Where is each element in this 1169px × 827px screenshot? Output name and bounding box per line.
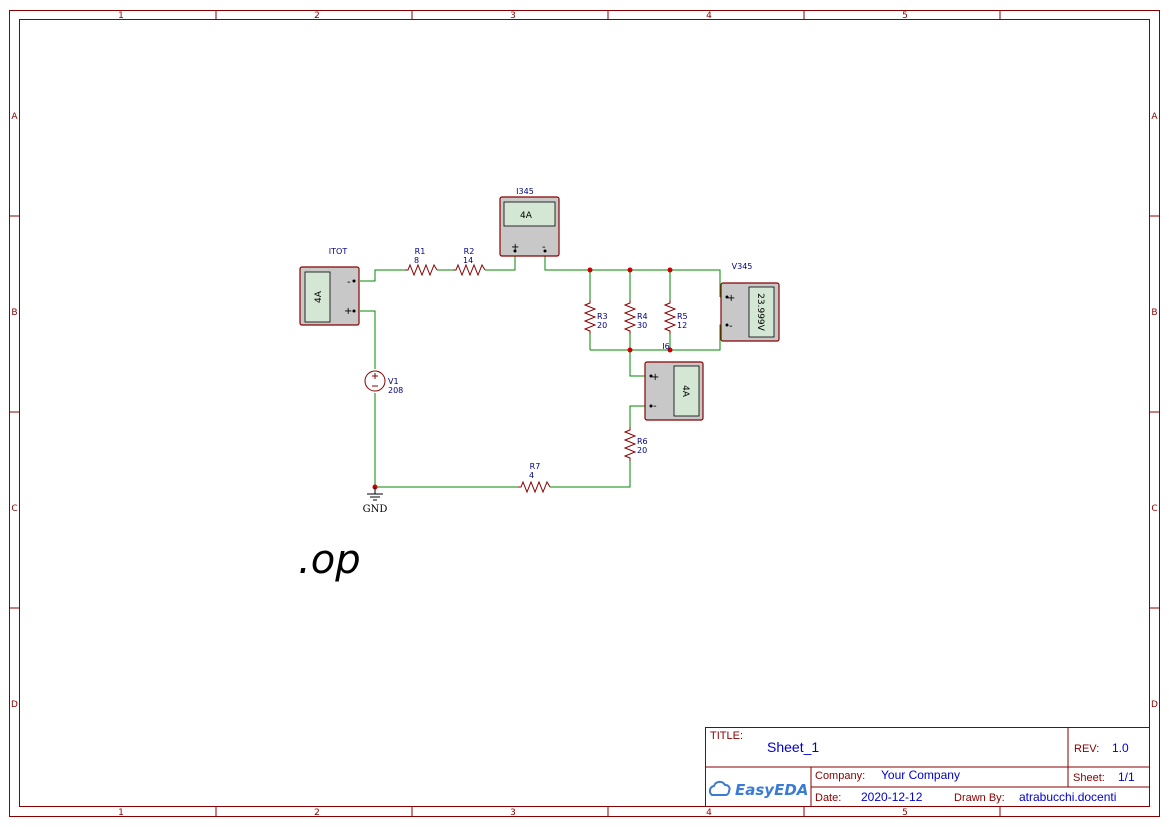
ammeter-i6-minus: - — [653, 401, 657, 412]
row-label-left-d: D — [11, 700, 18, 710]
col-label-top-1: 1 — [118, 11, 124, 21]
easyeda-logo: EasyEDA — [708, 780, 808, 799]
col-label-top-4: 4 — [706, 11, 712, 21]
junction-dot — [667, 347, 673, 353]
ground-label: GND — [363, 504, 388, 515]
ammeter-itot-plus: + — [344, 306, 352, 317]
ammeter-itot-name: ITOT — [329, 247, 348, 256]
drawing-frame: 1 2 3 4 5 1 2 3 4 5 A B C D A B C D — [9, 10, 1160, 818]
junctions — [372, 267, 673, 490]
row-label-right-a: A — [1151, 112, 1158, 122]
sheet-value: 1/1 — [1118, 770, 1135, 784]
spice-directive-op[interactable]: .op — [298, 537, 361, 583]
sheet-label: Sheet: — [1073, 772, 1105, 784]
voltmeter-v345[interactable]: V345 23.999V + - — [720, 262, 780, 342]
resistor-r6[interactable]: R6 20 — [623, 427, 648, 461]
ammeter-i345[interactable]: I345 4A + - — [499, 187, 560, 257]
resistor-r6-value: 20 — [637, 446, 647, 455]
logo-text: EasyEDA — [735, 781, 808, 799]
resistor-r1[interactable]: R1 8 — [405, 247, 438, 277]
col-label-top-2: 2 — [314, 11, 320, 21]
rev-label: REV: — [1074, 743, 1099, 755]
resistor-r2[interactable]: R2 14 — [453, 247, 486, 277]
date-value: 2020-12-12 — [861, 790, 923, 804]
voltmeter-v345-minus: - — [729, 321, 733, 332]
ammeter-itot[interactable]: ITOT 4A - + — [299, 247, 360, 326]
junction-dot — [627, 347, 633, 353]
row-label-left-a: A — [11, 112, 18, 122]
voltmeter-v345-plus: + — [727, 293, 735, 304]
voltmeter-v345-name: V345 — [732, 262, 753, 271]
col-label-bottom-1: 1 — [118, 808, 124, 818]
row-label-right-c: C — [1151, 504, 1157, 514]
resistor-r3-value: 20 — [597, 321, 607, 330]
resistor-r5-name: R5 — [677, 312, 688, 321]
ammeter-i345-reading: 4A — [520, 211, 533, 221]
resistor-r4-name: R4 — [637, 312, 648, 321]
row-label-left-c: C — [11, 504, 17, 514]
ammeter-itot-reading: 4A — [314, 290, 324, 303]
resistor-r6-name: R6 — [637, 437, 648, 446]
title-block: TITLE: Sheet_1 REV: 1.0 Company: Your Co… — [705, 727, 1150, 807]
row-label-left-b: B — [11, 308, 17, 318]
ammeter-i6[interactable]: I6 4A + - — [644, 342, 704, 421]
row-label-right-b: B — [1151, 308, 1157, 318]
ammeter-i345-name: I345 — [516, 187, 534, 196]
title-value: Sheet_1 — [767, 739, 819, 755]
row-label-right-d: D — [1151, 700, 1158, 710]
ammeter-i345-minus: - — [542, 242, 546, 253]
voltage-source-v1-name: V1 — [388, 377, 399, 386]
col-label-bottom-2: 2 — [314, 808, 320, 818]
resistor-r2-name: R2 — [464, 247, 475, 256]
resistor-r4-value: 30 — [637, 321, 647, 330]
resistor-r7-value: 4 — [529, 471, 534, 480]
title-label: TITLE: — [710, 730, 743, 742]
resistor-r5[interactable]: R5 12 — [663, 300, 688, 334]
voltage-source-v1-value: 208 — [388, 386, 403, 395]
voltage-source-v1[interactable]: V1 208 — [364, 370, 403, 395]
resistor-r7-name: R7 — [530, 462, 541, 471]
col-label-bottom-4: 4 — [706, 808, 712, 818]
resistor-r2-value: 14 — [463, 256, 473, 265]
col-label-top-3: 3 — [510, 11, 516, 21]
resistor-r3[interactable]: R3 20 — [583, 300, 608, 334]
drawn-by-label: Drawn By: — [954, 792, 1005, 804]
resistor-r5-value: 12 — [677, 321, 687, 330]
col-label-top-5: 5 — [902, 11, 908, 21]
ammeter-i6-name: I6 — [662, 342, 669, 351]
resistor-r7[interactable]: R7 4 — [518, 462, 551, 494]
ammeter-i345-plus: + — [511, 242, 519, 253]
date-label: Date: — [815, 792, 841, 804]
cloud-icon — [708, 780, 731, 796]
col-label-bottom-5: 5 — [902, 808, 908, 818]
drawn-by-value: atrabucchi.docenti — [1019, 790, 1116, 804]
resistor-r4[interactable]: R4 30 — [623, 300, 648, 334]
ammeter-i6-reading: 4A — [680, 385, 690, 398]
resistor-r1-value: 8 — [414, 256, 419, 265]
company-value: Your Company — [881, 768, 960, 782]
ground-symbol[interactable]: GND — [363, 487, 388, 515]
junction-dot — [587, 267, 593, 273]
company-label: Company: — [815, 770, 865, 782]
ammeter-itot-minus: - — [347, 277, 351, 288]
ammeter-i6-plus: + — [651, 372, 659, 383]
junction-dot — [667, 267, 673, 273]
resistor-r1-name: R1 — [415, 247, 426, 256]
col-label-bottom-3: 3 — [510, 808, 516, 818]
voltmeter-v345-reading: 23.999V — [755, 293, 765, 331]
resistor-r3-name: R3 — [597, 312, 608, 321]
junction-dot — [627, 267, 633, 273]
rev-value: 1.0 — [1112, 741, 1129, 755]
